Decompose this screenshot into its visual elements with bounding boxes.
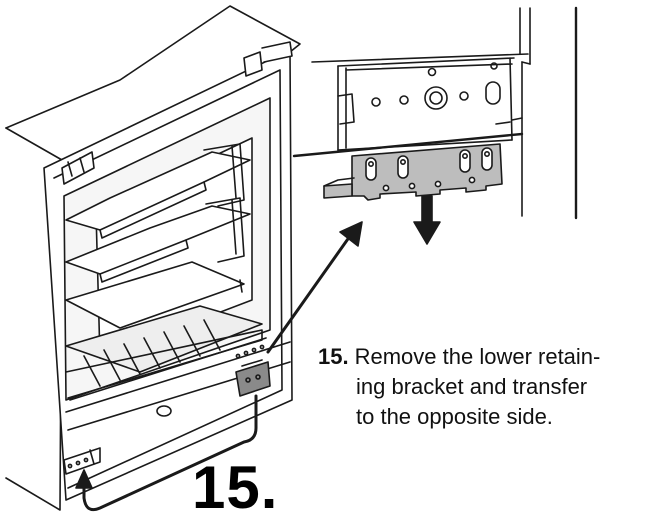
bracket-detail (292, 6, 578, 220)
down-arrow-icon (413, 195, 441, 245)
fridge-illustration (5, 5, 301, 511)
instruction-line-1: 15.Remove the lower retain- (318, 342, 648, 372)
instruction-number: 15. (318, 344, 349, 369)
instruction-text: 15.Remove the lower retain- ing bracket … (318, 342, 648, 432)
callout-arrow-icon (266, 221, 363, 354)
step-label: 15. (192, 454, 279, 521)
instruction-line-1-text: Remove the lower retain- (354, 344, 601, 369)
transfer-arrow-icon (75, 394, 258, 512)
instruction-line-3: to the opposite side. (356, 404, 553, 429)
instruction-line-2: ing bracket and transfer (356, 374, 588, 399)
